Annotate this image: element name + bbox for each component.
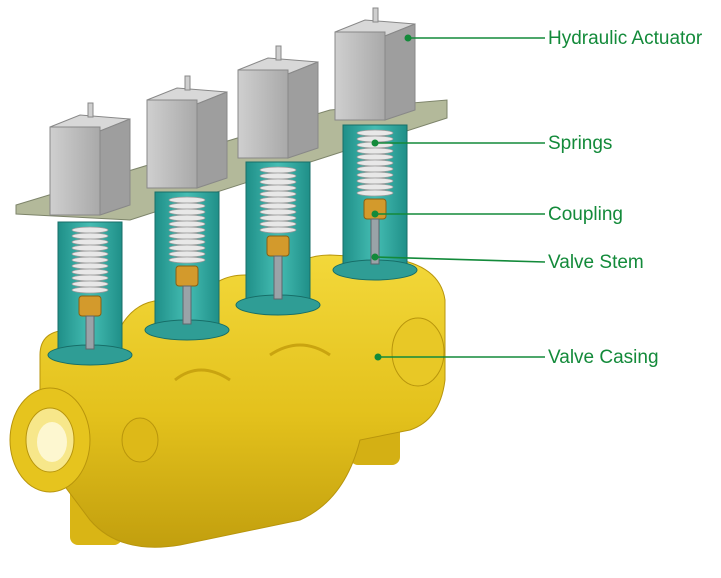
spring-coil: [259, 178, 297, 186]
label-hydraulic-actuator: Hydraulic Actuator: [548, 28, 703, 49]
valve-stem: [370, 218, 380, 265]
spring-coil: [71, 250, 109, 258]
spring-coil: [168, 214, 206, 222]
spring-coil: [356, 153, 394, 161]
actuator-side: [196, 91, 228, 189]
spring-coil: [71, 268, 109, 276]
spring-coil: [356, 129, 394, 137]
spring-coil: [259, 220, 297, 228]
spring-coil: [71, 226, 109, 234]
actuator-knob: [372, 7, 379, 23]
valve-unit: [47, 102, 133, 366]
spring-coil: [356, 183, 394, 191]
spring-coil: [71, 286, 109, 294]
actuator-body: [237, 69, 289, 159]
coupling: [266, 235, 290, 257]
spring-coil: [71, 262, 109, 270]
spring-coil: [168, 226, 206, 234]
coupling: [175, 265, 199, 287]
actuator-side: [99, 118, 131, 216]
spring-coil: [168, 256, 206, 264]
actuator-knob: [275, 45, 282, 61]
valve-unit: [332, 7, 418, 281]
spring-coil: [259, 166, 297, 174]
spring-coil: [259, 226, 297, 234]
spring-coil: [259, 196, 297, 204]
valve-unit: [144, 75, 230, 341]
actuator-knob: [87, 102, 94, 118]
spring-coil: [71, 232, 109, 240]
valve-casing: [9, 254, 446, 548]
spring-coil: [168, 208, 206, 216]
spring-coil: [168, 196, 206, 204]
coupling: [78, 295, 102, 317]
spring-coil: [168, 238, 206, 246]
valve-stem: [85, 315, 95, 350]
actuator-body: [49, 126, 101, 216]
label-coupling: Coupling: [548, 204, 623, 225]
leader-dots: [371, 34, 412, 361]
valve-units: [47, 7, 418, 366]
actuator-body: [146, 99, 198, 189]
spring-coil: [356, 159, 394, 167]
spring-coil: [356, 147, 394, 155]
spring-coil: [71, 244, 109, 252]
spring-coil: [168, 250, 206, 258]
actuator-body: [334, 31, 386, 121]
spring-coil: [259, 214, 297, 222]
spring-coil: [168, 244, 206, 252]
spring-coil: [259, 172, 297, 180]
spring-coil: [259, 190, 297, 198]
label-valve-casing: Valve Casing: [548, 347, 659, 368]
actuator-knob: [184, 75, 191, 91]
leader-lines: [374, 37, 546, 358]
spring-coil: [71, 238, 109, 246]
label-valve-stem: Valve Stem: [548, 252, 644, 273]
valve-unit: [235, 45, 321, 316]
actuator-side: [384, 23, 416, 121]
spring-coil: [71, 256, 109, 264]
spring-coil: [168, 202, 206, 210]
valve-stem: [182, 285, 192, 325]
spring-coil: [356, 177, 394, 185]
spring-coil: [356, 165, 394, 173]
actuator-side: [287, 61, 319, 159]
spring-coil: [356, 189, 394, 197]
spring-coil: [168, 220, 206, 228]
spring-coil: [71, 280, 109, 288]
valve-stem: [273, 255, 283, 300]
spring-coil: [259, 184, 297, 192]
spring-coil: [356, 171, 394, 179]
spring-coil: [259, 208, 297, 216]
spring-coil: [168, 232, 206, 240]
label-springs: Springs: [548, 133, 613, 154]
spring-coil: [71, 274, 109, 282]
spring-coil: [259, 202, 297, 210]
